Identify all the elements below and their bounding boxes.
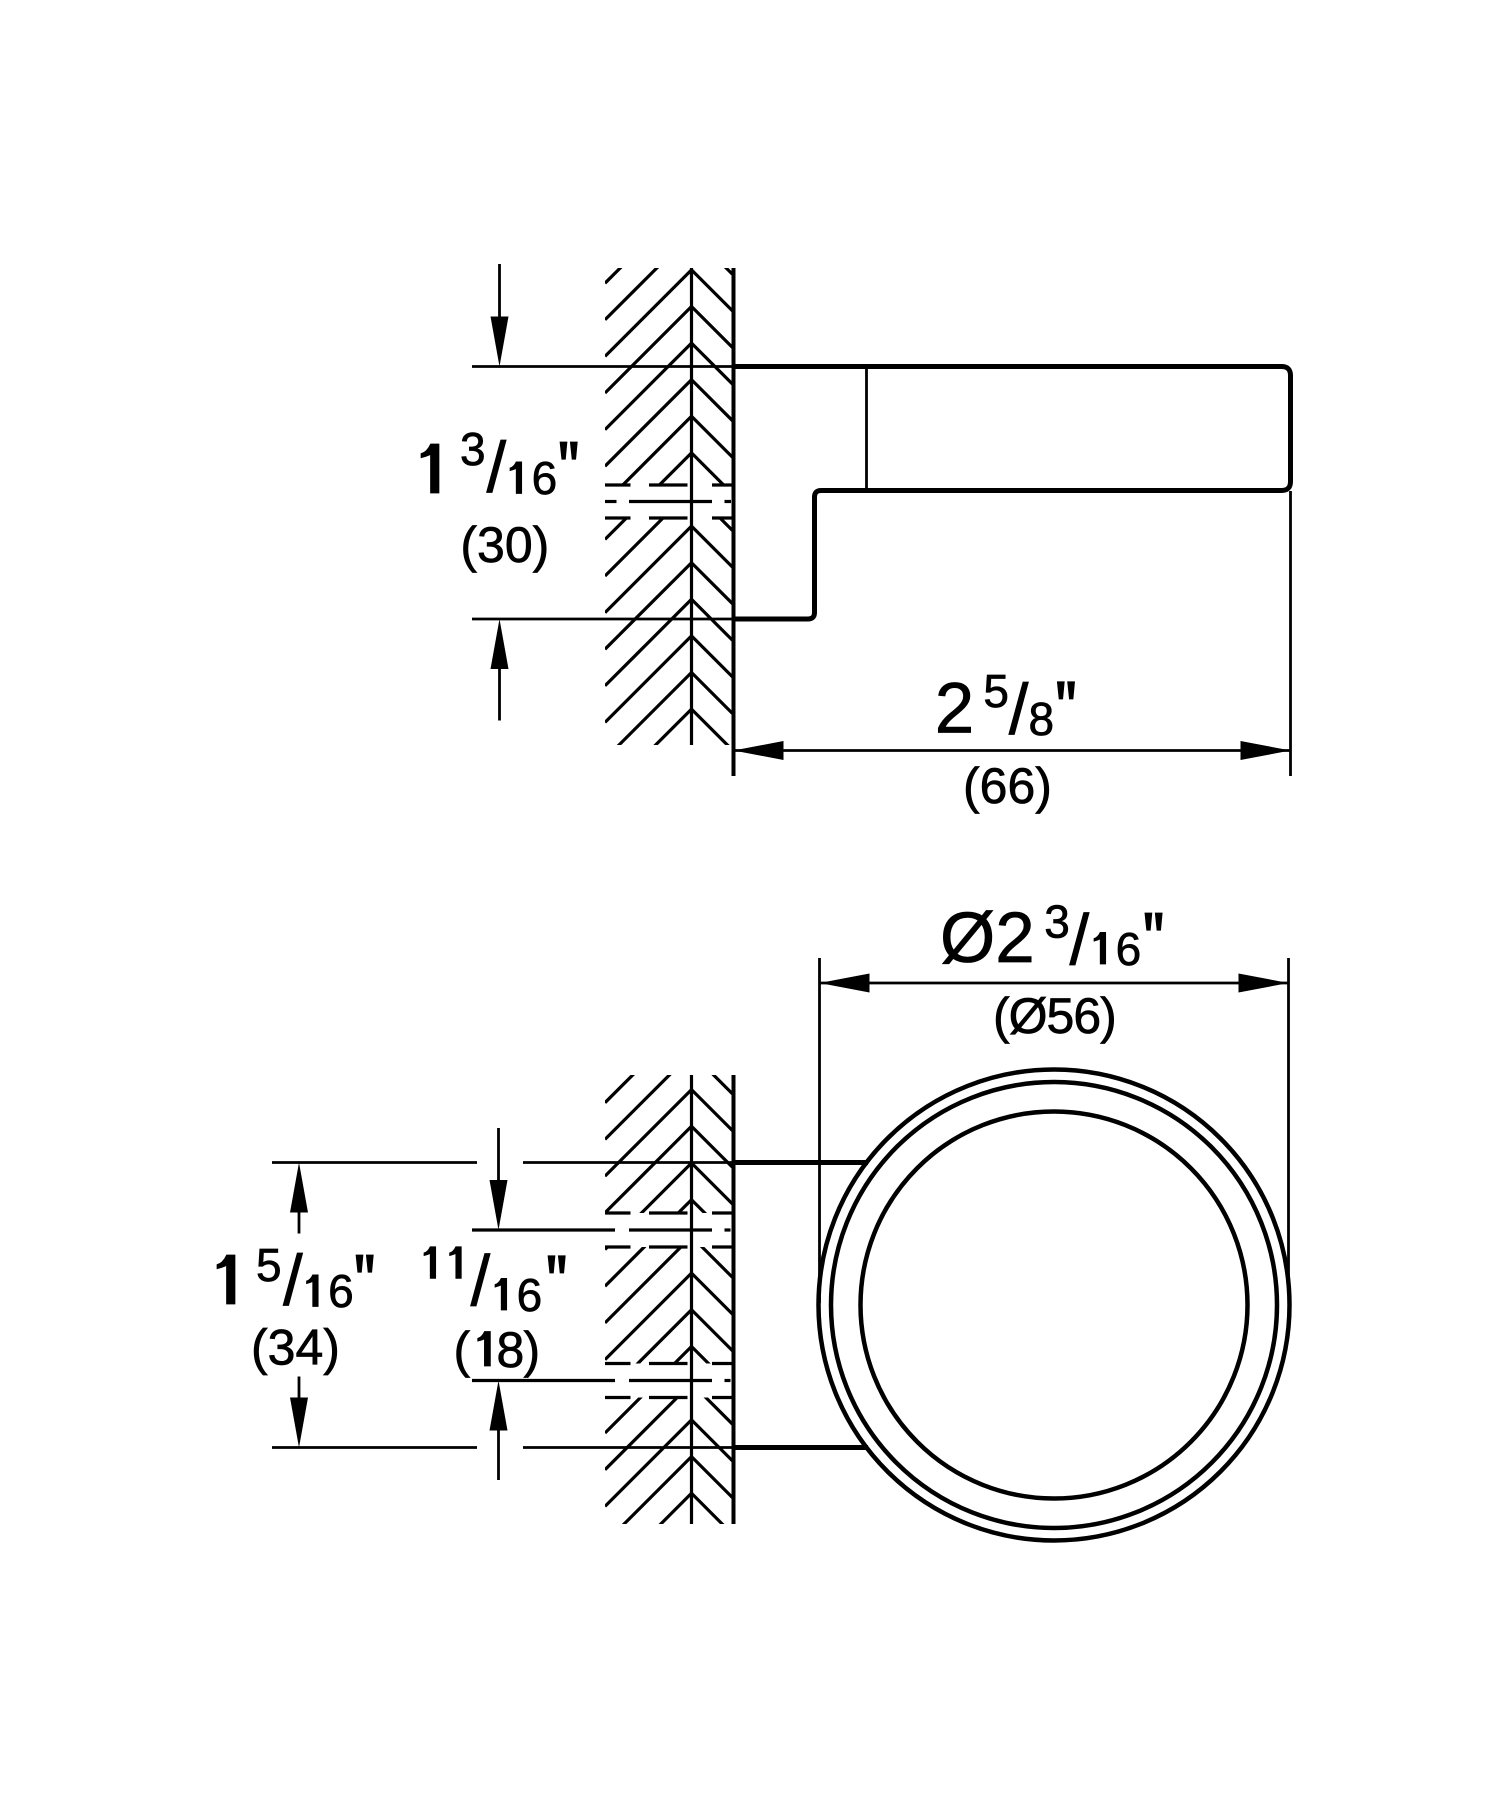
svg-text:(66): (66)	[963, 758, 1052, 814]
svg-text:(30): (30)	[460, 517, 549, 573]
svg-text:/: /	[1070, 902, 1090, 981]
svg-text:(: (	[454, 1322, 471, 1378]
svg-text:/: /	[487, 429, 507, 508]
svg-text:): )	[524, 1322, 541, 1378]
svg-text:/: /	[1009, 671, 1029, 750]
svg-text:2: 2	[935, 669, 975, 748]
svg-text:8: 8	[1029, 693, 1055, 745]
svg-text:6: 6	[517, 1269, 543, 1321]
svg-text:6: 6	[1116, 923, 1142, 975]
svg-text:(Ø56): (Ø56)	[993, 988, 1116, 1044]
svg-text:Ø2: Ø2	[940, 899, 1035, 978]
svg-text:(34): (34)	[251, 1320, 340, 1376]
svg-text:5: 5	[256, 1239, 282, 1291]
svg-text:/: /	[283, 1242, 303, 1321]
svg-text:5: 5	[983, 665, 1009, 717]
svg-text:3: 3	[460, 423, 486, 475]
svg-text:6: 6	[328, 1265, 354, 1317]
svg-text:3: 3	[1044, 896, 1070, 948]
svg-text:/: /	[471, 1243, 491, 1322]
svg-text:6: 6	[532, 452, 558, 504]
svg-text:8: 8	[497, 1322, 525, 1378]
